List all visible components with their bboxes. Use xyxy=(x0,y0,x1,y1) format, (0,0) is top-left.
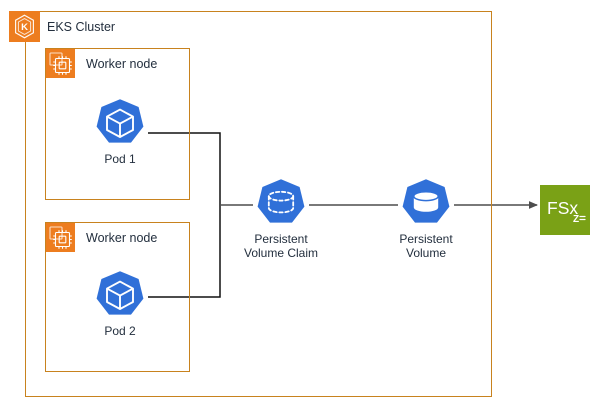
amazon-fsx-icon: FSx Z xyxy=(540,185,590,235)
pod-2-label: Pod 2 xyxy=(104,324,136,338)
worker-node-cpu-icon xyxy=(46,49,75,78)
kubernetes-pod-icon xyxy=(91,96,149,154)
eks-cluster-group xyxy=(25,11,492,397)
kubernetes-pod-icon xyxy=(91,268,149,326)
svg-text:K: K xyxy=(21,22,28,33)
worker-node-2-group xyxy=(45,222,190,372)
eks-cluster-icon: K xyxy=(9,11,40,42)
worker-node-2-label: Worker node xyxy=(86,231,158,245)
persistent-volume-claim-label: Persistent Volume Claim xyxy=(243,232,319,260)
worker-node-1-group xyxy=(45,48,190,200)
persistent-volume-label: Persistent Volume xyxy=(399,232,453,260)
worker-node-1-label: Worker node xyxy=(86,57,158,71)
eks-cluster-label: EKS Cluster xyxy=(47,20,116,34)
worker-node-cpu-icon xyxy=(46,223,75,252)
svg-text:FSx: FSx xyxy=(547,198,578,218)
svg-text:Z: Z xyxy=(573,214,579,225)
pod-1-label: Pod 1 xyxy=(104,152,136,166)
persistent-volume-claim-icon xyxy=(252,176,310,234)
persistent-volume-icon xyxy=(397,176,455,234)
